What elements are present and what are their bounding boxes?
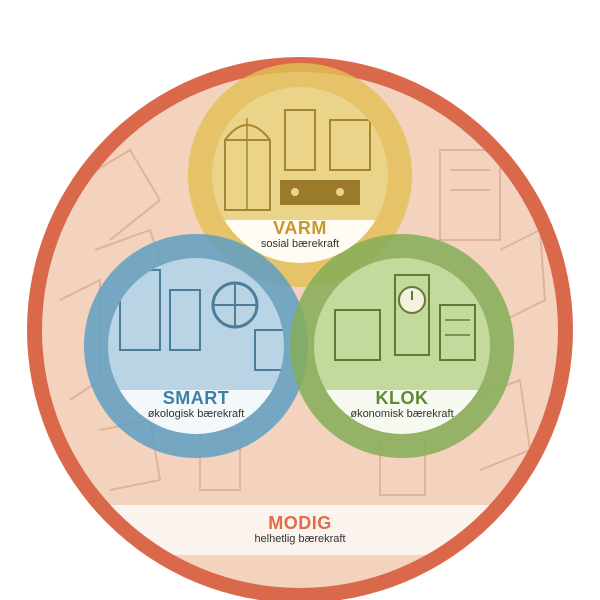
modig-title: MODIG bbox=[268, 513, 332, 533]
varm-title: VARM bbox=[273, 218, 327, 238]
klok-subtitle: økonomisk bærekraft bbox=[350, 408, 454, 420]
klok-label: KLOK økonomisk bærekraft bbox=[302, 388, 502, 421]
varm-illustration bbox=[212, 87, 388, 263]
modig-subtitle: helhetlig bærekraft bbox=[254, 533, 346, 545]
smart-label: SMART økologisk bærekraft bbox=[96, 388, 296, 421]
smart-title: SMART bbox=[162, 388, 230, 408]
varm-label: VARM sosial bærekraft bbox=[200, 218, 400, 251]
klok-title: KLOK bbox=[375, 388, 429, 408]
smart-subtitle: økologisk bærekraft bbox=[147, 408, 245, 420]
varm-subtitle: sosial bærekraft bbox=[260, 238, 340, 250]
modig-label: MODIG helhetlig bærekraft bbox=[200, 513, 400, 546]
smart-illustration bbox=[108, 258, 284, 434]
